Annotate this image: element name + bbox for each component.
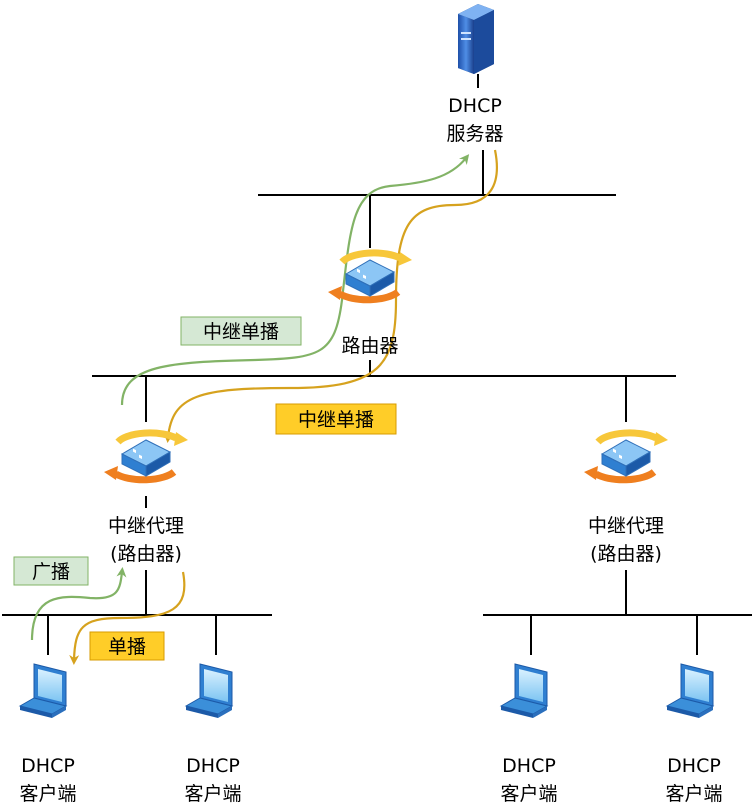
tag-unicast: 单播 — [89, 631, 165, 661]
relay-left-line2: (路由器) — [110, 543, 182, 565]
client-label-line1: DHCP — [502, 755, 556, 777]
relay-agent-left: 中继代理 (路由器) — [104, 432, 188, 565]
router-icon — [104, 432, 188, 480]
tag-text: 中继单播 — [298, 409, 374, 431]
broadcast-path — [30, 567, 127, 641]
relay-agent-right: 中继代理 (路由器) — [584, 432, 668, 565]
tag-text: 广播 — [32, 561, 70, 583]
dhcp-client-3: DHCP 客户端 — [500, 663, 558, 805]
laptop-icon — [666, 663, 714, 719]
laptop-icon — [500, 663, 548, 719]
tag-relay-unicast-orange: 中继单播 — [275, 403, 397, 435]
client-label-line1: DHCP — [667, 755, 721, 777]
client-label-line2: 客户端 — [184, 783, 241, 805]
laptop-icon — [185, 663, 233, 719]
client-label-line1: DHCP — [21, 755, 75, 777]
relay-left-line1: 中继代理 — [108, 515, 184, 537]
relay-right-line2: (路由器) — [590, 543, 662, 565]
dhcp-client-2: DHCP 客户端 — [184, 663, 242, 805]
server-icon — [458, 4, 494, 74]
server-label-line2: 服务器 — [446, 123, 503, 145]
network-links — [2, 74, 752, 655]
laptop-icon — [19, 663, 67, 719]
unicast-path — [69, 571, 186, 665]
router-icon — [328, 252, 412, 300]
relay-unicast-up-path — [120, 154, 470, 406]
tag-broadcast: 广播 — [13, 556, 89, 586]
client-label-line2: 客户端 — [19, 783, 76, 805]
relay-unicast-down-path — [163, 149, 498, 443]
top-router-label: 路由器 — [341, 335, 398, 357]
flow-paths — [30, 149, 498, 665]
dhcp-client-1: DHCP 客户端 — [19, 663, 77, 805]
relay-right-line1: 中继代理 — [588, 515, 664, 537]
tag-text: 单播 — [108, 636, 146, 658]
dhcp-client-4: DHCP 客户端 — [665, 663, 723, 805]
client-label-line2: 客户端 — [500, 783, 557, 805]
top-router: 路由器 — [328, 252, 412, 357]
tag-relay-unicast-green: 中继单播 — [180, 316, 302, 346]
router-icon — [584, 432, 668, 480]
client-label-line1: DHCP — [186, 755, 240, 777]
tag-text: 中继单播 — [203, 321, 279, 343]
client-label-line2: 客户端 — [665, 783, 722, 805]
dhcp-server: DHCP 服务器 — [446, 4, 504, 145]
server-label-line1: DHCP — [448, 95, 502, 117]
